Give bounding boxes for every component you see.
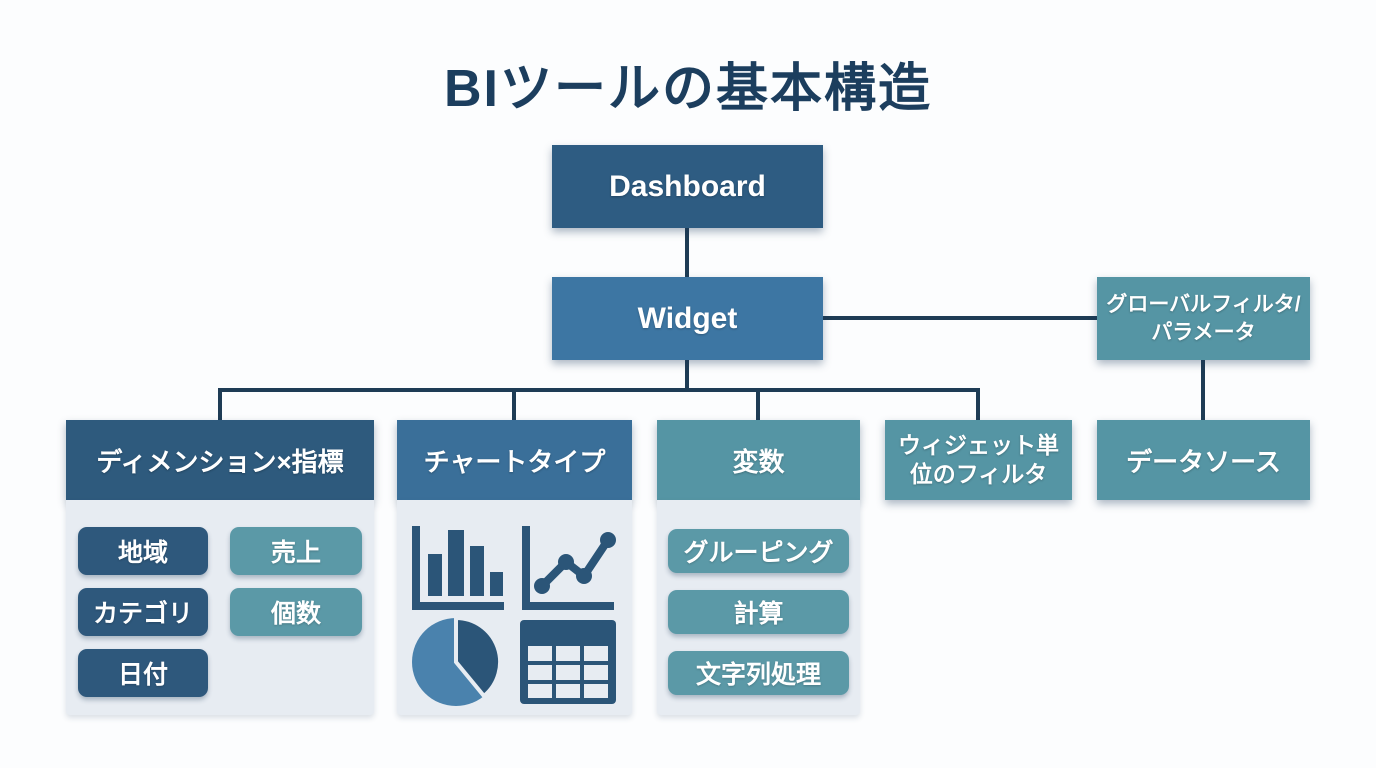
- node-chart-type: チャートタイプ: [397, 420, 632, 500]
- node-dashboard: Dashboard: [552, 145, 823, 228]
- pill-calculation: 計算: [668, 590, 849, 634]
- pill-string-processing: 文字列処理: [668, 651, 849, 695]
- node-dimension-metric-label: ディメンション×指標: [96, 446, 344, 477]
- node-widget: Widget: [552, 277, 823, 360]
- pill-grouping: グルーピング: [668, 529, 849, 573]
- table-icon: [516, 616, 620, 708]
- pill-category: カテゴリ: [78, 588, 208, 636]
- connector-dashboard-widget: [685, 228, 689, 277]
- bar-chart-icon: [406, 524, 510, 614]
- node-dashboard-label: Dashboard: [609, 169, 766, 203]
- node-widget-filter: ウィジェット単 位のフィルタ: [885, 420, 1072, 500]
- connector-drop-charttype: [512, 388, 516, 420]
- connector-branch-horizontal: [218, 388, 980, 392]
- pill-date: 日付: [78, 649, 208, 697]
- connector-drop-dimension: [218, 388, 222, 420]
- page-title: BIツールの基本構造: [443, 60, 932, 118]
- node-data-source-label: データソース: [1126, 446, 1281, 477]
- node-global-filter-label: グローバルフィルタ/ パラメータ: [1106, 293, 1301, 344]
- node-widget-label: Widget: [637, 301, 738, 335]
- pill-count: 個数: [230, 588, 362, 636]
- connector-widget-branch-stem: [685, 360, 689, 390]
- connector-widget-globalfilter: [823, 316, 1097, 320]
- pie-chart-icon: [406, 610, 510, 710]
- line-chart-icon: [516, 524, 620, 614]
- node-variables-label: 変数: [732, 446, 785, 477]
- node-variables: 変数: [657, 420, 860, 500]
- pill-sales: 売上: [230, 527, 362, 575]
- connector-drop-widgetfilter: [976, 388, 980, 420]
- node-global-filter: グローバルフィルタ/ パラメータ: [1097, 277, 1310, 360]
- connector-drop-variables: [756, 388, 760, 420]
- pill-region: 地域: [78, 527, 208, 575]
- node-data-source: データソース: [1097, 420, 1310, 500]
- connector-globalfilter-datasource: [1201, 360, 1205, 420]
- node-widget-filter-label: ウィジェット単 位のフィルタ: [898, 432, 1059, 487]
- node-chart-type-label: チャートタイプ: [423, 446, 606, 477]
- node-dimension-metric: ディメンション×指標: [66, 420, 374, 500]
